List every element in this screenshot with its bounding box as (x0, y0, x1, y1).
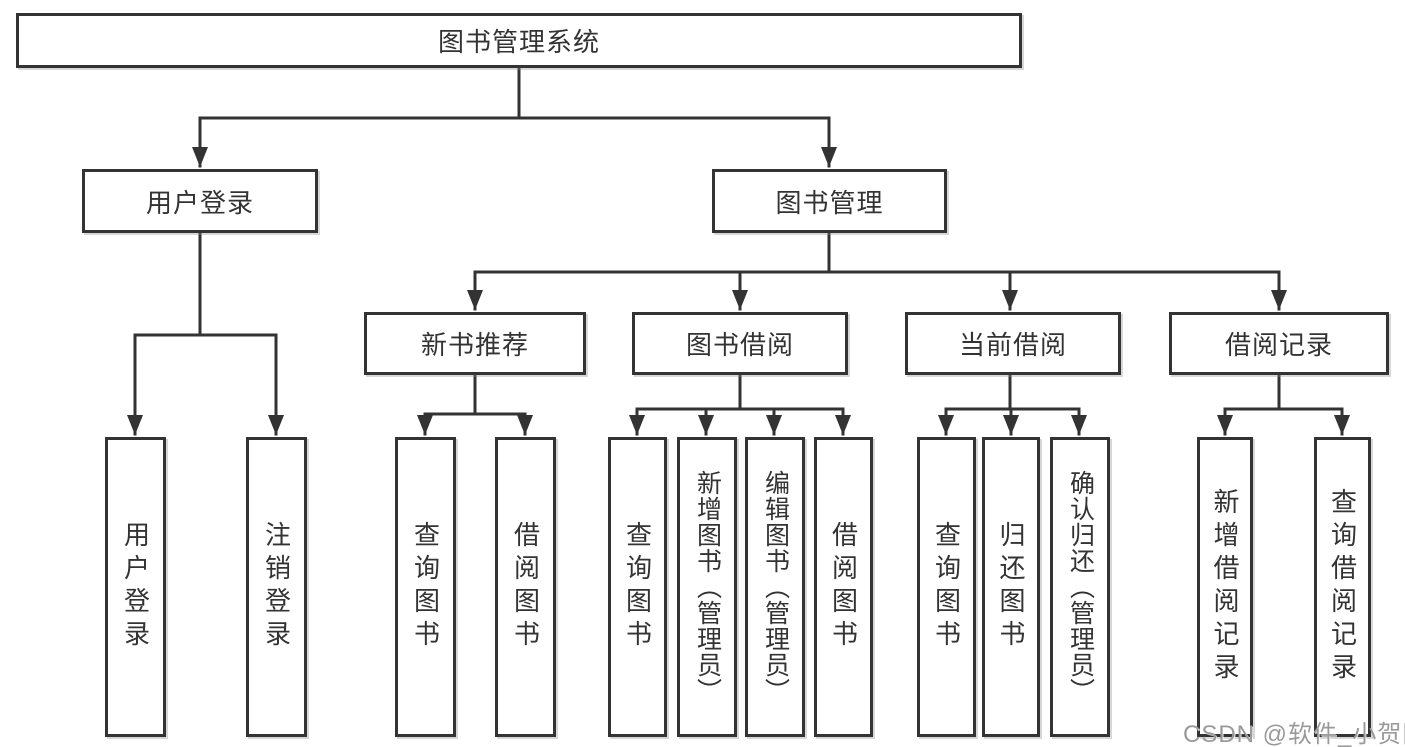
leaf-add-borrow-record: 新增借阅记录 (1197, 437, 1253, 737)
leaf-edit-book-admin-label: 编辑图书（管理员） (761, 470, 790, 704)
leaf-query-books-current-label: 查询图书 (931, 521, 962, 653)
connectors-book-borrow (629, 373, 851, 436)
leaf-add-book-admin-label: 新增图书（管理员） (693, 470, 722, 704)
leaf-user-login: 用户登录 (105, 437, 166, 737)
leaf-borrow-books-recommend-label: 借阅图书 (510, 521, 541, 653)
node-root: 图书管理系统 (16, 13, 1022, 68)
leaf-confirm-return-admin: 确认归还（管理员） (1050, 437, 1110, 737)
node-book-borrow: 图书借阅 (632, 312, 848, 375)
leaf-borrow-books: 借阅图书 (814, 437, 873, 737)
leaf-return-book: 归还图书 (982, 437, 1040, 737)
connectors-borrow-records (1217, 373, 1350, 436)
node-root-label: 图书管理系统 (437, 27, 600, 57)
leaf-user-login-label: 用户登录 (120, 521, 151, 653)
node-borrow-records-label: 借阅记录 (1224, 330, 1333, 360)
connectors-user-login (127, 231, 284, 436)
leaf-query-books-recommend: 查询图书 (395, 437, 456, 737)
leaf-query-books-borrow-label: 查询图书 (622, 521, 653, 653)
node-new-book-recommend-label: 新书推荐 (420, 330, 529, 360)
leaf-logout-label: 注销登录 (261, 521, 292, 653)
node-borrow-records: 借阅记录 (1169, 312, 1389, 375)
connectors-book-management (467, 231, 1287, 311)
node-user-login: 用户登录 (82, 169, 318, 233)
connectors-root (192, 66, 837, 168)
node-current-borrow-label: 当前借阅 (958, 330, 1067, 360)
leaf-query-books-current: 查询图书 (917, 437, 976, 737)
node-book-management: 图书管理 (712, 169, 947, 233)
node-user-login-label: 用户登录 (145, 187, 254, 218)
leaf-query-borrow-record: 查询借阅记录 (1314, 437, 1371, 737)
leaf-add-book-admin: 新增图书（管理员） (677, 437, 737, 737)
leaf-return-book-label: 归还图书 (996, 521, 1026, 653)
leaf-borrow-books-label: 借阅图书 (828, 521, 859, 653)
leaf-borrow-books-recommend: 借阅图书 (495, 437, 556, 737)
leaf-query-borrow-record-label: 查询借阅记录 (1327, 488, 1358, 686)
connectors-current-borrow (938, 373, 1087, 436)
connectors-new-book (417, 373, 533, 436)
node-book-management-label: 图书管理 (775, 187, 884, 218)
leaf-logout: 注销登录 (246, 437, 307, 737)
node-new-book-recommend: 新书推荐 (364, 312, 586, 375)
node-book-borrow-label: 图书借阅 (685, 330, 794, 360)
leaf-add-borrow-record-label: 新增借阅记录 (1210, 488, 1240, 686)
node-current-borrow: 当前借阅 (905, 312, 1121, 375)
leaf-query-books-borrow: 查询图书 (608, 437, 667, 737)
leaf-edit-book-admin: 编辑图书（管理员） (745, 437, 805, 737)
leaf-query-books-recommend-label: 查询图书 (410, 521, 441, 653)
leaf-confirm-return-admin-label: 确认归还（管理员） (1066, 470, 1095, 704)
watermark: CSDN @软件_小贺同学 (1183, 721, 1405, 747)
